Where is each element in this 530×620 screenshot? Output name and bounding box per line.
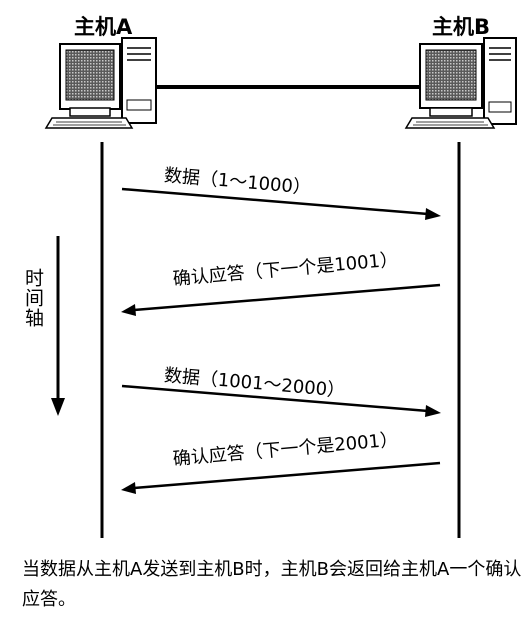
time-axis-arrow xyxy=(51,236,65,416)
message-arrow-2 xyxy=(121,283,441,316)
host-a-computer-icon xyxy=(44,37,157,129)
host-a-label: 主机A xyxy=(74,15,133,39)
host-b-label: 主机B xyxy=(432,15,491,39)
time-axis-label: 时间轴 xyxy=(22,268,44,328)
message-arrow-1 xyxy=(121,187,441,220)
message-arrow-4 xyxy=(121,461,441,494)
message-arrow-3 xyxy=(121,384,441,417)
figure-caption: 当数据从主机A发送到主机B时，主机B会返回给主机A一个确认应答。 xyxy=(22,559,522,610)
host-b-computer-icon xyxy=(404,37,517,129)
